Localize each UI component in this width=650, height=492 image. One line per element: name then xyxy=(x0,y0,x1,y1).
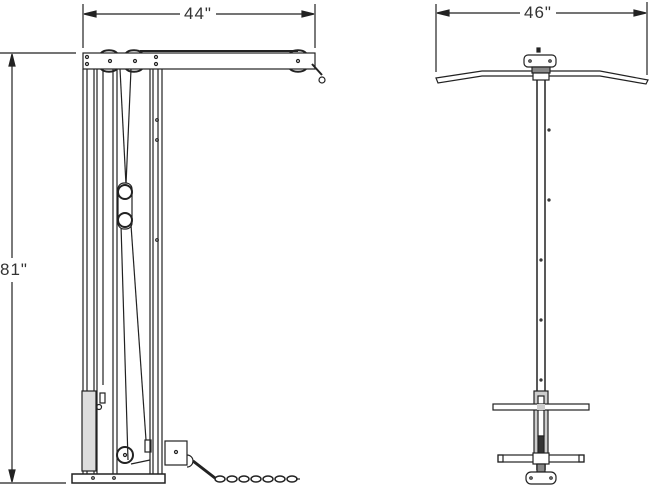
front-view-machine xyxy=(435,47,649,485)
side-view-machine xyxy=(71,49,326,484)
side-height-dimension-label: 81" xyxy=(0,258,28,282)
front-width-dimension-label: 46" xyxy=(520,3,556,23)
side-width-dimension-label: 44" xyxy=(180,4,216,24)
